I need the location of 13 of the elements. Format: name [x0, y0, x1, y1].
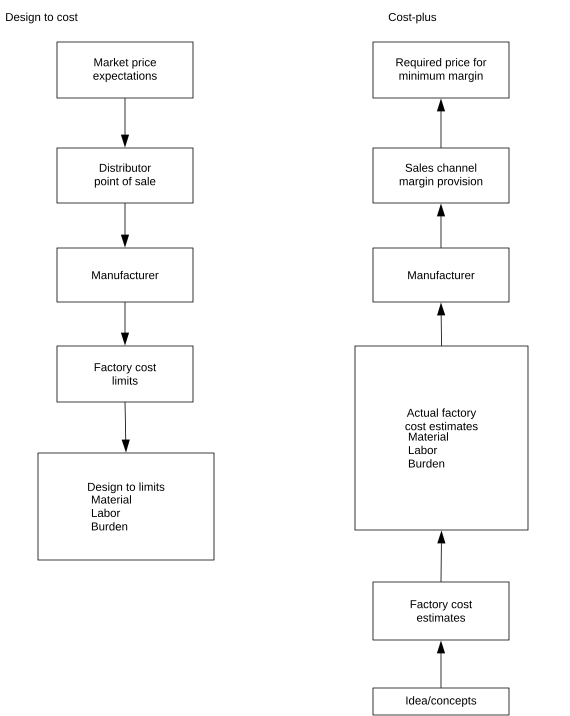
process-box: Distributor point of sale: [56, 148, 194, 204]
process-box: Required price for minimum margin: [372, 42, 510, 98]
process-box: Factory cost limits: [56, 346, 194, 402]
column-heading: Design to cost: [6, 12, 78, 24]
process-box: Sales channel margin provision: [372, 148, 510, 204]
process-box: Market price expectations: [56, 42, 194, 98]
process-box: Actual factory cost estimates Material Labor Burden: [354, 346, 528, 530]
process-box: Idea/concepts: [372, 688, 510, 716]
process-box: Manufacturer: [56, 248, 194, 302]
column-heading: Cost-plus: [388, 12, 436, 24]
process-box: Design to limits Material Labor Burden: [38, 452, 214, 560]
process-box: Factory cost estimates: [372, 582, 510, 640]
process-box: Manufacturer: [372, 248, 510, 302]
